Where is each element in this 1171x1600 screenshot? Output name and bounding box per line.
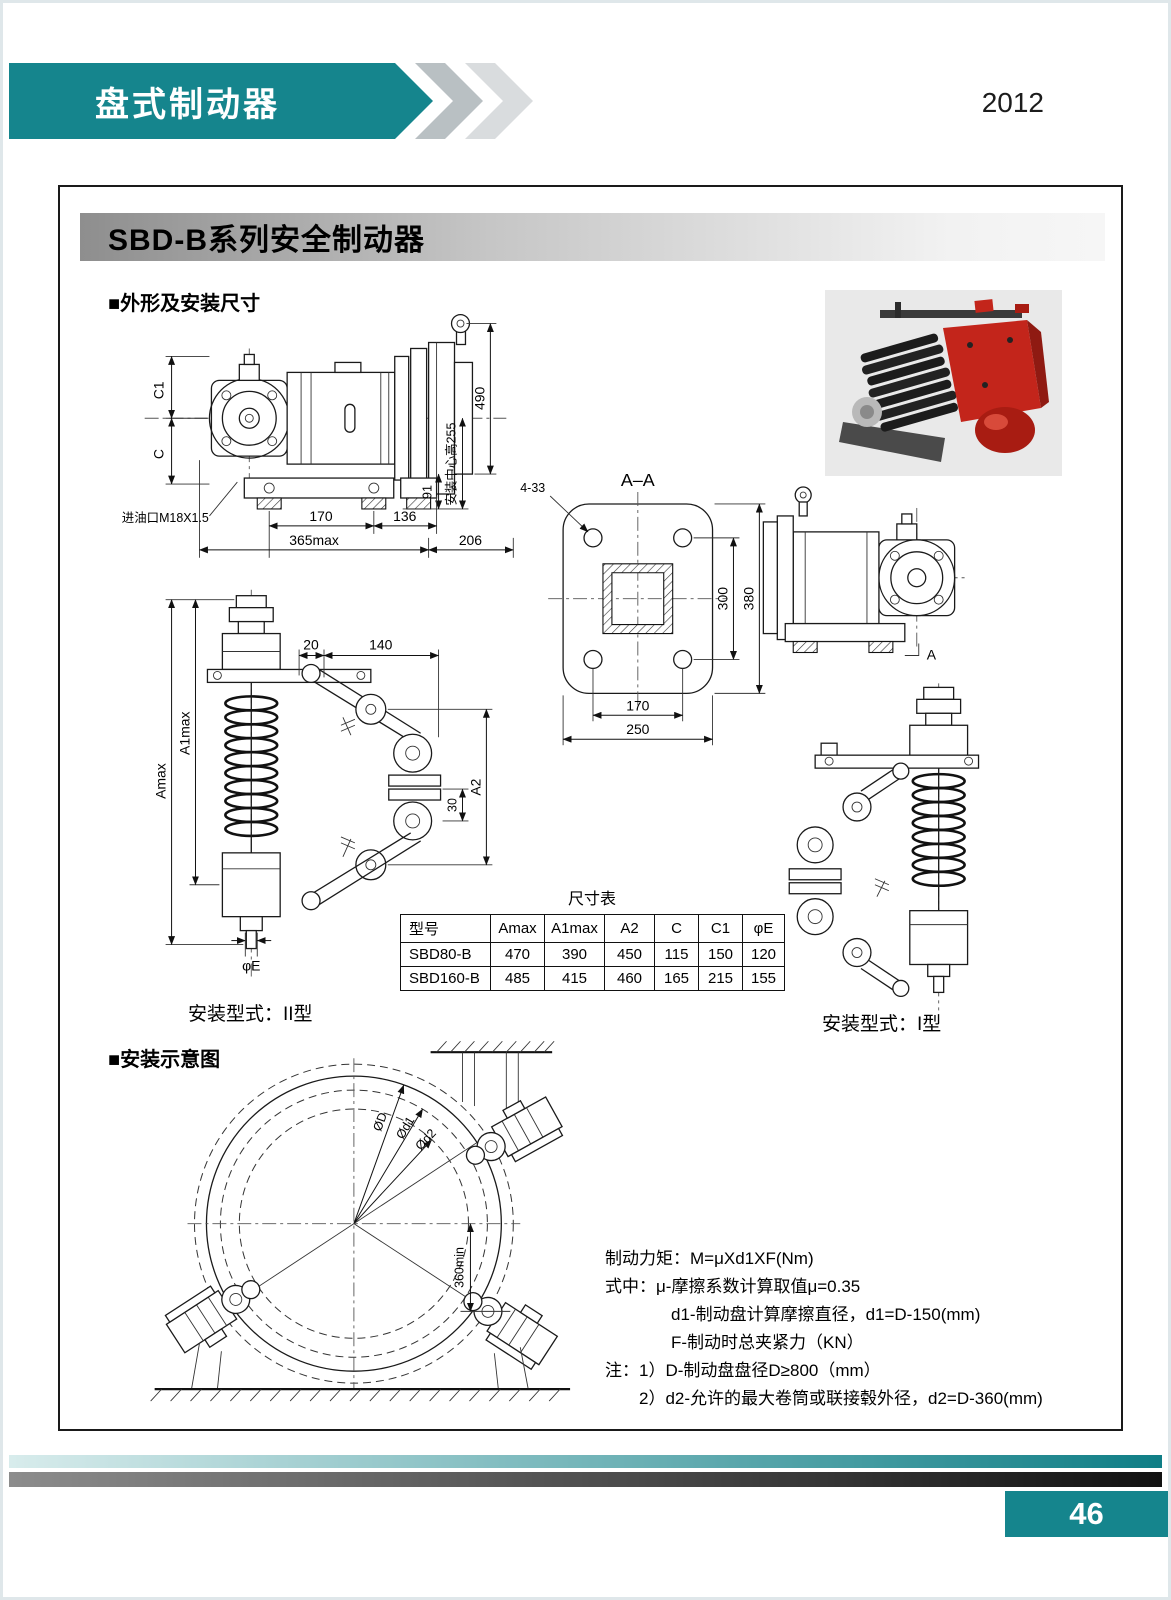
side-view-top-right: A: [762, 486, 969, 662]
table-header-cell: φE: [742, 914, 785, 943]
dim-140: 140: [369, 637, 392, 653]
table-cell: SBD160-B: [400, 966, 491, 991]
note-line: d1-制动盘计算摩擦直径，d1=D-150(mm): [671, 1305, 981, 1324]
dim-aa-170: 170: [626, 697, 649, 713]
type-i-drawing: [788, 683, 980, 1011]
table-header-row: 型号 Amax A1max A2 C C1 φE: [400, 914, 785, 943]
note-line: F-制动时总夹紧力（KN）: [671, 1333, 864, 1352]
technical-drawings: C1 C 490 安装中心高255 91: [122, 313, 980, 1402]
table-cell: 450: [604, 942, 655, 967]
dim-a1max: A1max: [177, 712, 193, 755]
table-cell: 115: [654, 942, 699, 967]
table-header-cell: A2: [604, 914, 655, 943]
table-cell: 120: [742, 942, 785, 967]
page-number: 46: [1069, 1496, 1104, 1531]
dim-4-33: 4-33: [520, 481, 545, 495]
page-number-box: 46: [1005, 1491, 1168, 1537]
catalog-year: 2012: [981, 87, 1044, 118]
section-heading-installation: ■安装示意图: [108, 1049, 221, 1071]
type-ii-drawing: A1max Amax 20 140 A2 30: [153, 589, 493, 977]
oil-port-label: 进油口M18X1.5: [122, 511, 209, 525]
table-header-cell: Amax: [490, 914, 545, 943]
dim-490: 490: [471, 386, 487, 410]
dim-disc-d: ØD: [370, 1111, 390, 1133]
table-cell: SBD80-B: [400, 942, 491, 967]
dim-91: 91: [421, 485, 435, 499]
product-photo: [825, 290, 1062, 476]
dim-250: 250: [626, 721, 649, 737]
table-cell: 165: [654, 966, 699, 991]
section-aa-title: A–A: [621, 470, 655, 490]
dim-amax: Amax: [153, 763, 169, 799]
dim-center-height: 安装中心高255: [444, 423, 459, 506]
chevron-arrows-icon: [369, 63, 533, 139]
section-cut-label: A: [927, 646, 937, 662]
header-band: 盘式制动器: [9, 63, 369, 139]
dimension-table: 尺寸表 型号 Amax A1max A2 C C1 φE: [400, 885, 785, 991]
main-content-box: SBD-B系列安全制动器 ■外形及安装尺寸 ■安装示意图: [58, 185, 1123, 1431]
install-diagram: ØD Ød1 Ød2 360min: [150, 1040, 571, 1402]
table-row: SBD80-B 470 390 450 115 150 120: [400, 942, 785, 967]
table-cell: 150: [698, 942, 743, 967]
table-cell: 415: [544, 966, 605, 991]
table-cell: 470: [490, 942, 545, 967]
table-cell: 390: [544, 942, 605, 967]
table-cell: 215: [698, 966, 743, 991]
dim-206: 206: [459, 532, 482, 548]
table-cell: 155: [742, 966, 785, 991]
dim-365max: 365max: [289, 532, 339, 548]
note-line: 式中：μ-摩擦系数计算取值μ=0.35: [605, 1277, 861, 1296]
spring-stack: [860, 333, 958, 432]
dim-disc-d1: Ød1: [393, 1114, 417, 1141]
table-cell: 485: [490, 966, 545, 991]
table-title: 尺寸表: [567, 891, 616, 908]
section-heading-dimensions: ■外形及安装尺寸: [108, 293, 261, 315]
table-row: SBD160-B 485 415 460 165 215 155: [400, 966, 785, 991]
series-title-bar: SBD-B系列安全制动器: [80, 213, 1105, 261]
page-title: 盘式制动器: [95, 85, 280, 124]
dim-c1: C1: [151, 381, 167, 399]
table-header-cell: C: [654, 914, 699, 943]
mount-type-i-label: 安装型式：I型: [822, 1014, 942, 1035]
mount-type-ii-label: 安装型式：II型: [188, 1004, 313, 1025]
dim-30: 30: [446, 798, 460, 812]
dim-c: C: [151, 449, 167, 459]
note-line: 2）d2-允许的最大卷筒或联接毂外径，d2=D-360(mm): [639, 1389, 1043, 1408]
dim-300: 300: [714, 587, 730, 611]
dim-360min: 360min: [452, 1247, 466, 1288]
braking-formula-notes: 制动力矩：M=μXd1XF(Nm) 式中：μ-摩擦系数计算取值μ=0.35 d1…: [605, 1245, 1115, 1413]
table-cell: 460: [604, 966, 655, 991]
dim-170: 170: [309, 508, 332, 524]
table-header-cell: C1: [698, 914, 743, 943]
dim-disc-d2: Ød2: [413, 1126, 439, 1153]
section-aa-drawing: A–A 4-33 300 380: [520, 470, 766, 746]
dim-a2: A2: [467, 778, 483, 795]
footer-dark-stripe: [9, 1472, 1162, 1487]
front-view-drawing: C1 C 490 安装中心高255 91: [122, 313, 514, 558]
dim-20: 20: [303, 637, 319, 653]
dim-phie: φE: [242, 957, 260, 973]
note-line: 注：1）D-制动盘盘径D≥800（mm）: [605, 1361, 881, 1380]
series-title: SBD-B系列安全制动器: [108, 224, 425, 257]
note-line: 制动力矩：M=μXd1XF(Nm): [605, 1249, 814, 1268]
dim-136: 136: [393, 508, 416, 524]
table-header-cell: 型号: [400, 914, 491, 943]
footer-teal-stripe: [9, 1455, 1162, 1468]
table-header-cell: A1max: [544, 914, 605, 943]
dim-380: 380: [740, 587, 756, 611]
